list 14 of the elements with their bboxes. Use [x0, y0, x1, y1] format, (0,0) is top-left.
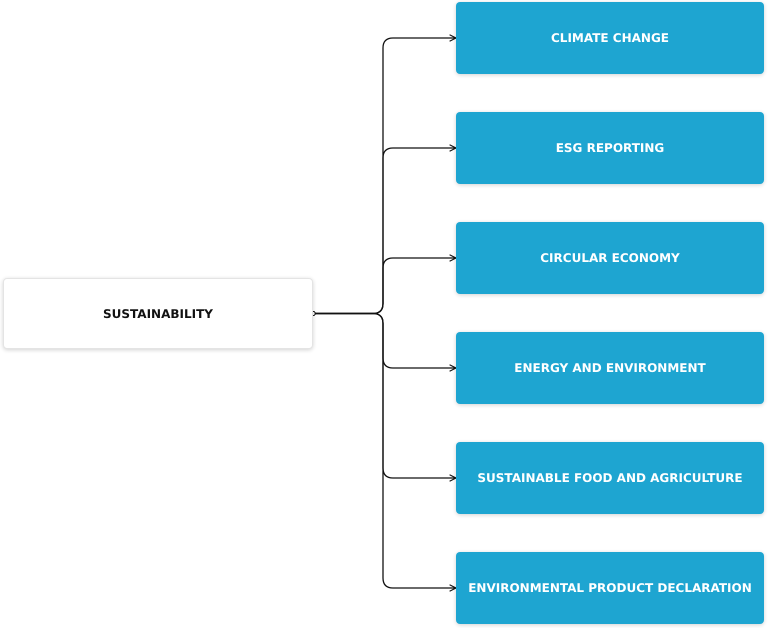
topic-box — [456, 442, 764, 514]
topic-label: ENVIRONMENTAL PRODUCT DECLARATION — [468, 581, 752, 595]
topic-box — [456, 222, 764, 294]
topic-box — [456, 332, 764, 404]
topic-box — [456, 112, 764, 184]
topic-label: CIRCULAR ECONOMY — [540, 251, 680, 265]
topic-label: CLIMATE CHANGE — [550, 31, 669, 45]
topic-box — [456, 552, 764, 624]
topic-label: SUSTAINABLE FOOD AND AGRICULTURE — [477, 471, 743, 485]
topic-label: ENERGY AND ENVIRONMENT — [514, 361, 706, 375]
topic-label: SUSTAINABILITY — [103, 306, 213, 320]
topic-box — [456, 2, 764, 74]
topic-label: ESG REPORTING — [556, 141, 664, 155]
root-topic-box — [3, 278, 313, 349]
